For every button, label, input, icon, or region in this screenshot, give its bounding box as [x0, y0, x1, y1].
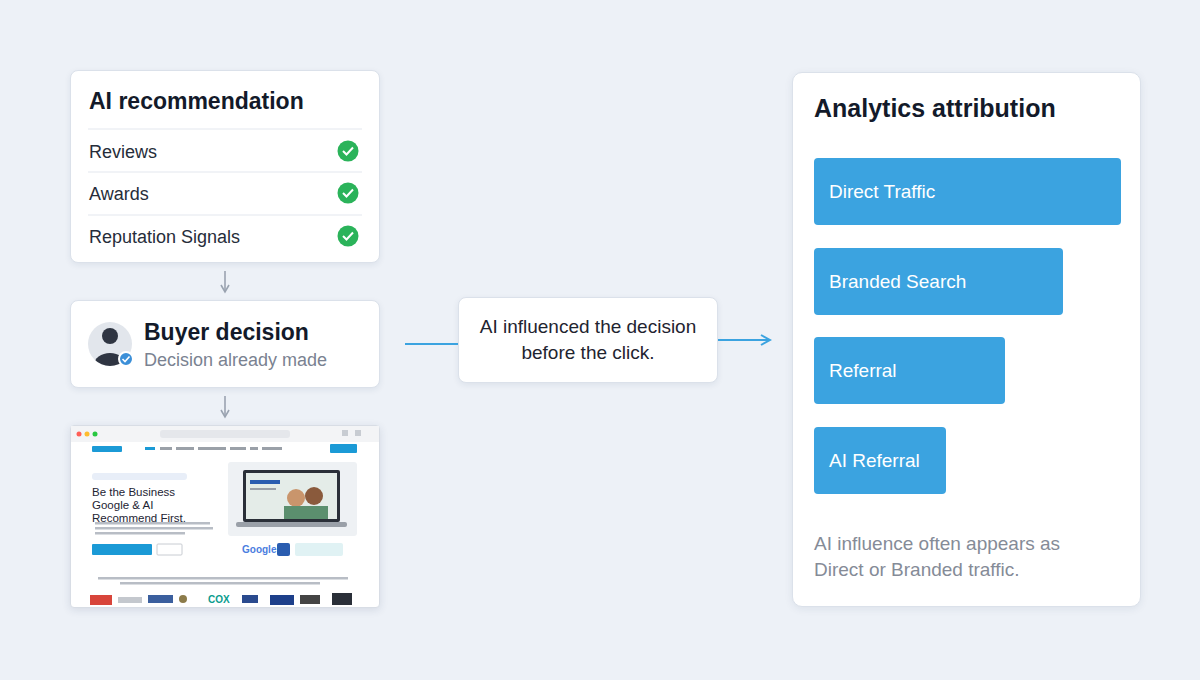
check-icons: [338, 141, 359, 247]
website-headline: Be the Business Google & AI Recommend Fi…: [92, 486, 204, 525]
row-text: Reputation Signals: [89, 226, 319, 248]
website-screenshot: [71, 426, 379, 605]
bar-label: Direct Traffic: [829, 181, 935, 203]
callout-text: AI influenced the decision before the cl…: [473, 314, 703, 366]
traffic-bar: AI Referral: [814, 427, 946, 494]
bar-label: Referral: [829, 360, 897, 382]
row-dividers: [88, 129, 362, 215]
traffic-bar: Direct Traffic: [814, 158, 1121, 225]
bar-label: AI Referral: [829, 450, 920, 472]
decision-card: Buyer decisionDecision already made: [70, 300, 380, 388]
influence-connector: [405, 343, 458, 345]
flow-arrow: [224, 396, 226, 417]
traffic-bar: Branded Search: [814, 248, 1063, 315]
callout-box: AI influenced the decision before the cl…: [458, 297, 718, 383]
website-screenshot-box: Be the Business Google & AI Recommend Fi…: [70, 425, 380, 608]
bar-label: Branded Search: [829, 271, 966, 293]
influence-connector: [718, 339, 770, 341]
row-text: Reviews: [89, 141, 319, 163]
card-title: AI recommendation: [89, 87, 369, 115]
card-title: Buyer decision: [144, 318, 364, 346]
avatar-icon: [88, 322, 133, 377]
card-subtitle: Decision already made: [144, 349, 369, 371]
attribution-card: Analytics attribution AI influence often …: [792, 72, 1141, 607]
card-note: AI influence often appears as Direct or …: [814, 531, 1114, 583]
card-title: Analytics attribution: [814, 93, 1124, 123]
recommendation-card: AI recommendationReviewsAwardsReputation…: [70, 70, 380, 263]
row-text: Awards: [89, 183, 319, 205]
traffic-bar: Referral: [814, 337, 1005, 404]
flow-arrow: [224, 271, 226, 292]
